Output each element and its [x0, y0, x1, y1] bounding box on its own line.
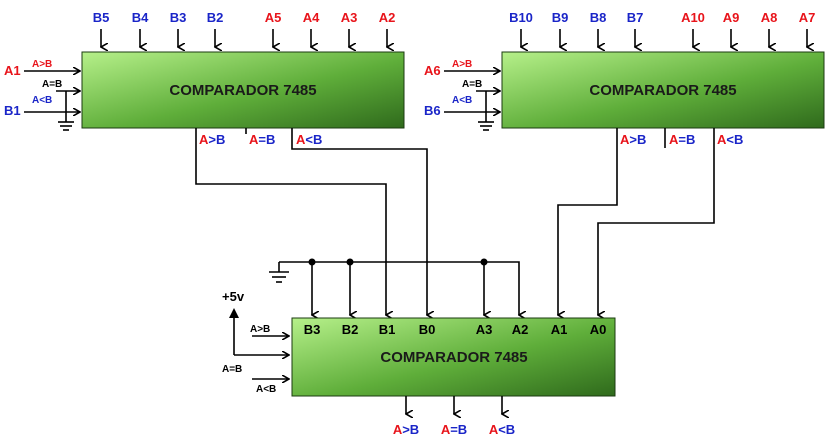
input-label: B2 [342, 322, 359, 337]
side-label-a: A1 [4, 63, 21, 78]
top-right-outputs: A>B A=B A<B [620, 132, 743, 147]
input-label: B3 [304, 322, 321, 337]
cascade-lt-label: A<B [32, 95, 52, 106]
output-eq-label: A=B [669, 132, 695, 147]
output-lt-label: A<B [717, 132, 743, 147]
input-label: A10 [681, 10, 705, 25]
block-body [501, 51, 825, 129]
cascade-eq-label: A=B [462, 79, 482, 90]
bottom-cascade-wires [229, 308, 289, 379]
wire-tr-gt-to-a1 [558, 128, 618, 315]
side-label-b: B1 [4, 103, 21, 118]
cascade-eq-label: A=B [222, 364, 242, 375]
cascade-lt-label: A<B [256, 384, 276, 395]
bottom-input-labels: B3 B2 B1 B0 A3 A2 A1 A0 [304, 322, 607, 337]
input-label: A5 [265, 10, 282, 25]
input-label: B5 [93, 10, 110, 25]
interconnect-wires [195, 128, 715, 315]
junction-dots [308, 258, 488, 266]
input-label: B9 [552, 10, 569, 25]
input-label: A2 [512, 322, 529, 337]
comparator-top-left: COMPARADOR 7485 B5 B4 B3 B2 A5 A4 A3 A2 … [4, 10, 405, 147]
wire-tl-gt-to-b1 [195, 128, 386, 315]
side-label-a: A6 [424, 63, 441, 78]
cascade-lt-label: A<B [452, 95, 472, 106]
block-title: COMPARADOR 7485 [589, 82, 736, 99]
input-label: B1 [379, 322, 396, 337]
input-label: A2 [379, 10, 396, 25]
ground-bus [279, 261, 519, 315]
top-left-cascade-wires [24, 71, 80, 131]
block-body [81, 51, 405, 129]
comparator-bottom: COMPARADOR 7485 B3 B2 B1 B0 A3 A2 A1 A0 … [222, 289, 616, 437]
top-right-cascade-wires [444, 71, 500, 131]
side-label-b: B6 [424, 103, 441, 118]
bottom-output-arrows [406, 396, 502, 414]
supply-label: +5v [222, 289, 245, 304]
input-label: B2 [207, 10, 224, 25]
input-label: A1 [551, 322, 568, 337]
top-left-outputs: A>B A=B A<B [199, 132, 322, 147]
wire-tr-lt-to-a0 [598, 128, 715, 315]
output-eq-label: A=B [249, 132, 275, 147]
input-label: B10 [509, 10, 533, 25]
input-label: A3 [476, 322, 493, 337]
input-label: B4 [132, 10, 149, 25]
output-gt-label: A>B [199, 132, 225, 147]
block-title: COMPARADOR 7485 [380, 349, 527, 366]
top-right-input-arrows [521, 29, 807, 47]
block-body [291, 317, 616, 397]
cascade-gt-label: A>B [452, 59, 472, 70]
input-label: A0 [590, 322, 607, 337]
input-label: B8 [590, 10, 607, 25]
input-label: A3 [341, 10, 358, 25]
block-title: COMPARADOR 7485 [169, 82, 316, 99]
input-label: A8 [761, 10, 778, 25]
top-right-input-labels: B10 B9 B8 B7 A10 A9 A8 A7 [509, 10, 815, 25]
top-left-input-labels: B5 B4 B3 B2 A5 A4 A3 A2 [93, 10, 396, 25]
input-label: A9 [723, 10, 740, 25]
output-lt-label: A<B [296, 132, 322, 147]
cascade-eq-label: A=B [42, 79, 62, 90]
input-label: B7 [627, 10, 644, 25]
cascade-gt-label: A>B [32, 59, 52, 70]
cascade-gt-label: A>B [250, 324, 270, 335]
output-lt-label: A<B [489, 422, 515, 437]
output-eq-label: A=B [441, 422, 467, 437]
comparator-top-right: COMPARADOR 7485 B10 B9 B8 B7 A10 A9 A8 A… [424, 10, 825, 147]
input-label: A7 [799, 10, 816, 25]
output-gt-label: A>B [620, 132, 646, 147]
top-left-input-arrows [101, 29, 387, 47]
wire-tl-lt-to-b0 [291, 128, 427, 315]
input-label: A4 [303, 10, 320, 25]
output-gt-label: A>B [393, 422, 419, 437]
input-label: B3 [170, 10, 187, 25]
bottom-outputs: A>B A=B A<B [393, 422, 515, 437]
input-label: B0 [419, 322, 436, 337]
